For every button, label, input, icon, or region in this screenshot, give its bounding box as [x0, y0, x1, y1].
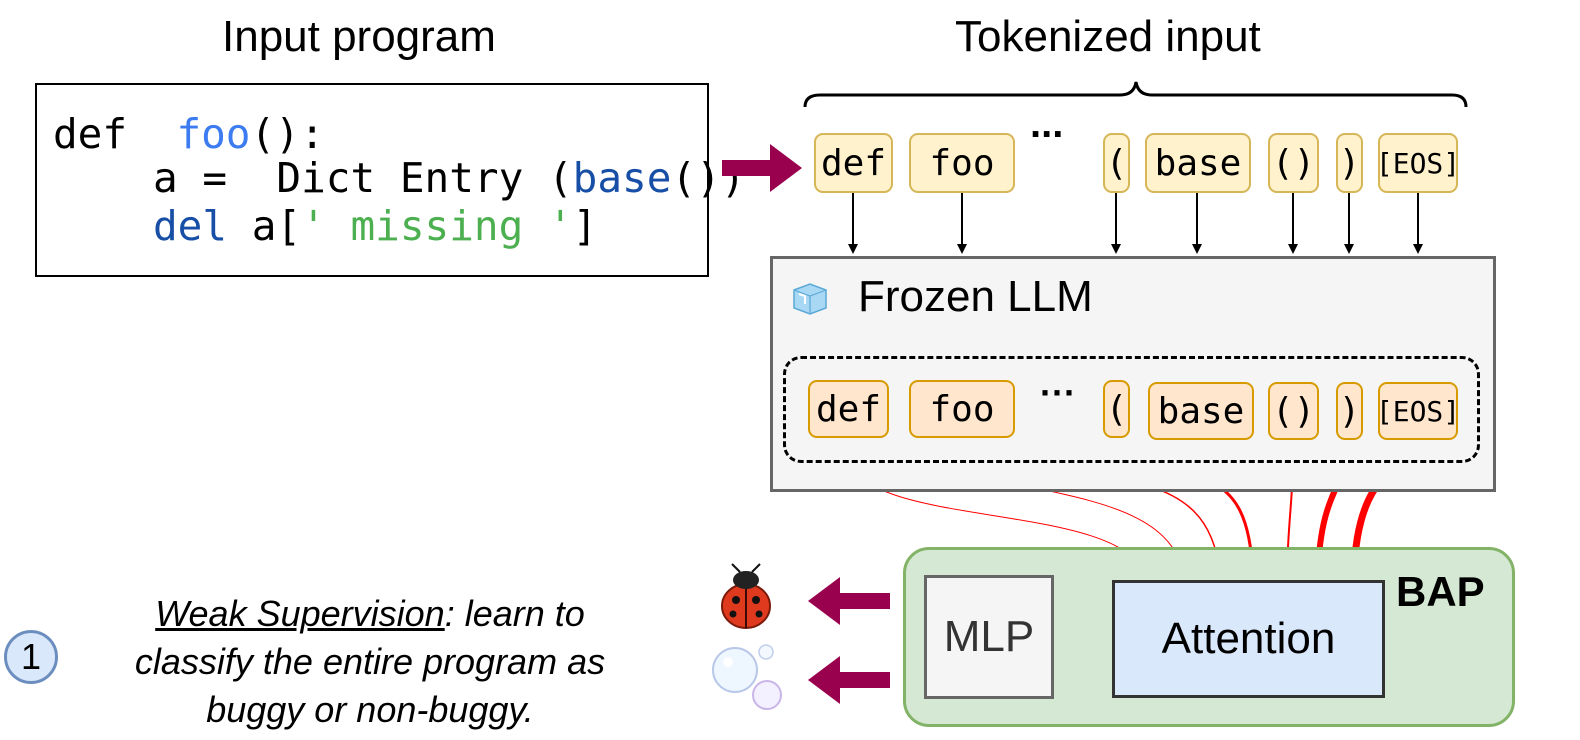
embedded-token-def: def	[808, 380, 889, 438]
code-function-name: foo	[176, 110, 251, 158]
code-keyword-def: def	[53, 110, 128, 158]
code-line-1: def foo():	[53, 109, 325, 159]
token-foo: foo	[909, 133, 1015, 193]
code-keyword-del: del	[153, 202, 228, 250]
embedded-token-foo: foo	[909, 380, 1015, 438]
token-open-paren: (	[1103, 133, 1130, 193]
token-brace	[803, 81, 1468, 108]
caption-line-2: classify the entire program as	[134, 641, 606, 682]
step-number-badge: 1	[4, 630, 58, 684]
token-def: def	[814, 133, 893, 193]
big-arrow-to-tokens	[722, 144, 802, 192]
code-line-3: del a[' missing ']	[153, 201, 597, 251]
caption-underlined-term: Weak Supervision	[155, 593, 445, 634]
ladybug-icon	[721, 563, 771, 629]
caption-line-3: buggy or non-buggy.	[206, 689, 534, 730]
token-parens: ()	[1268, 133, 1319, 193]
frozen-llm-box	[770, 256, 1496, 492]
mlp-box: MLP	[924, 575, 1054, 699]
attention-box: Attention	[1112, 580, 1385, 698]
embedded-token-parens: ()	[1268, 382, 1319, 440]
code-line-2: a = Dict Entry (base())	[153, 153, 745, 203]
code-box: def foo(): a = Dict Entry (base()) del a…	[35, 83, 745, 277]
frozen-llm-label: Frozen LLM	[858, 272, 1093, 321]
bubbles-icon	[712, 644, 782, 710]
embedded-token-close-paren: )	[1336, 382, 1363, 440]
caption-line-1-rest: : learn to	[444, 593, 585, 634]
code-bracket: ]	[572, 202, 598, 250]
code-string: ' missing '	[301, 202, 573, 250]
output-arrow-non-buggy	[808, 656, 890, 704]
tokenized-input-title: Tokenized input	[955, 12, 1261, 61]
embedded-token-base: base	[1148, 382, 1254, 440]
ice-cube-icon	[793, 283, 827, 315]
bap-label: BAP	[1396, 568, 1485, 615]
token-to-llm-arrows	[848, 193, 1423, 254]
step-caption: Weak Supervision: learn to classify the …	[90, 590, 650, 734]
code-assignment: a = Dict Entry (	[153, 154, 573, 202]
code-subscript: a[	[251, 202, 302, 250]
embedded-token-open-paren: (	[1103, 380, 1130, 438]
token-ellipsis: ...	[1030, 102, 1064, 146]
embedded-token-eos: [EOS]	[1376, 382, 1460, 440]
input-program-title: Input program	[222, 12, 496, 61]
token-base: base	[1145, 133, 1251, 193]
output-arrow-buggy	[808, 577, 890, 625]
embeddings-container	[783, 356, 1480, 463]
caption-line-1: Weak Supervision: learn to	[90, 590, 650, 638]
token-eos: [EOS]	[1376, 133, 1460, 193]
token-close-paren: )	[1336, 133, 1363, 193]
code-parens: ():	[250, 110, 325, 158]
embedded-ellipsis: ···	[1040, 372, 1076, 413]
code-call-base: base	[572, 154, 672, 202]
